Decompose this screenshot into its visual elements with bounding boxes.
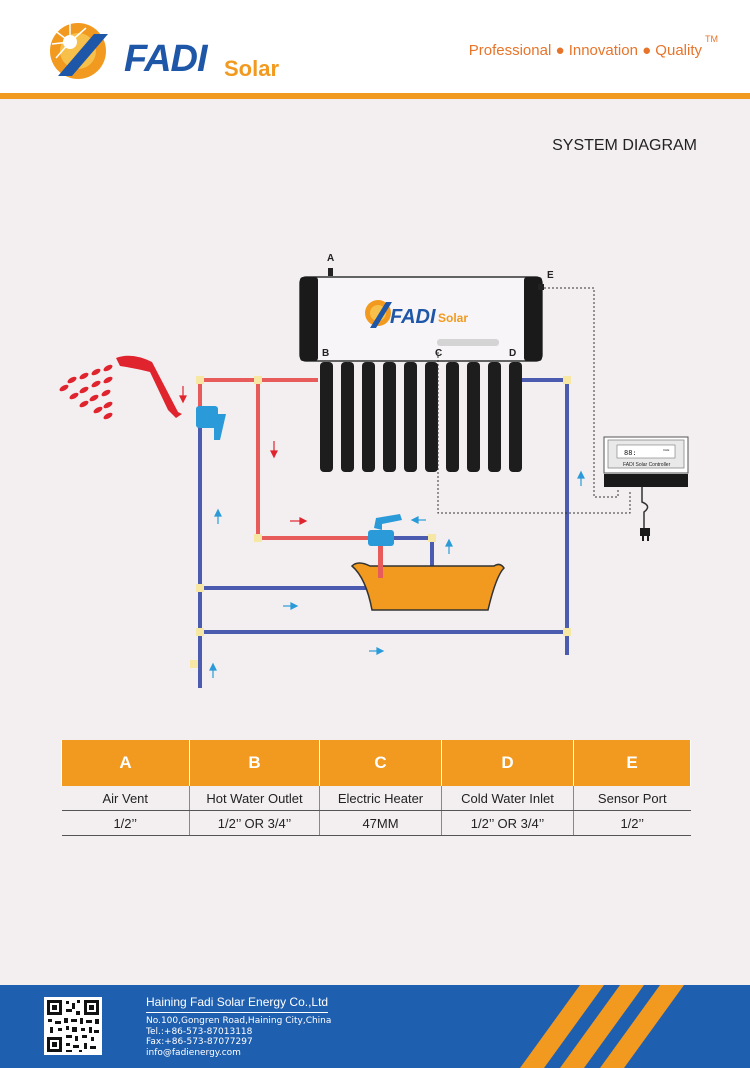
controller-small-text: CHE: [663, 448, 669, 452]
email: info@fadienergy.com: [146, 1047, 241, 1058]
cell-name-c: Electric Heater: [319, 786, 442, 811]
bath-mixer-valve-icon: [368, 514, 402, 546]
hot-flow-arrows: [179, 386, 308, 525]
solar-controller: 88: CHE FADI Solar Controller: [603, 436, 689, 541]
controller-display: 88:: [624, 449, 637, 457]
header-c: C: [319, 740, 442, 786]
label-a: A: [327, 253, 334, 264]
table-header-row: A B C D E: [61, 740, 691, 786]
page-footer: Haining Fadi Solar Energy Co.,Ltd No.100…: [0, 985, 750, 1068]
cell-size-c: 47MM: [319, 810, 442, 836]
tagline-text: Professional ● Innovation ● Quality: [468, 42, 702, 59]
phone: Tel.:+86-573-87013118: [146, 1026, 253, 1037]
label-c: C: [435, 348, 442, 359]
pipe-fittings: [190, 376, 571, 668]
cell-size-d: 1/2’’ OR 3/4’’: [441, 810, 574, 836]
shower-head-icon: [59, 355, 182, 420]
bathtub: [350, 544, 505, 611]
header-e: E: [573, 740, 691, 786]
cell-size-b: 1/2’’ OR 3/4’’: [189, 810, 320, 836]
label-b: B: [322, 348, 329, 359]
vacuum-tubes: [320, 362, 522, 472]
tank-logo-sub: Solar: [438, 311, 468, 325]
header-d: D: [441, 740, 574, 786]
trademark: TM: [705, 34, 718, 44]
header-rule: [0, 93, 750, 99]
cell-name-d: Cold Water Inlet: [441, 786, 574, 811]
controller-label: FADI Solar Controller: [623, 462, 671, 468]
sun-icon: [50, 23, 108, 79]
company-name: Haining Fadi Solar Energy Co.,Ltd: [146, 995, 329, 1009]
header-b: B: [189, 740, 320, 786]
cell-name-e: Sensor Port: [573, 786, 691, 811]
label-d: D: [509, 348, 516, 359]
page-header: FADI Solar Professional ● Innovation ● Q…: [0, 0, 750, 93]
cell-size-a: 1/2’’: [61, 810, 190, 836]
label-e: E: [547, 270, 554, 281]
cell-name-b: Hot Water Outlet: [189, 786, 320, 811]
contact-info: No.100,Gongren Road,Haining City,China T…: [146, 1016, 331, 1058]
spec-table: A B C D E Air Vent Hot Water Outlet Elec…: [61, 740, 691, 836]
address: No.100,Gongren Road,Haining City,China: [146, 1016, 332, 1026]
table-row: 1/2’’ 1/2’’ OR 3/4’’ 47MM 1/2’’ OR 3/4’’…: [61, 810, 691, 836]
tank-logo: FADI Solar: [365, 300, 468, 328]
header-a: A: [61, 740, 190, 786]
logo-sub: Solar: [224, 56, 280, 81]
shower-mixer-valve-icon: [196, 406, 226, 440]
tagline: Professional ● Innovation ● Quality TM: [468, 34, 718, 59]
logo-wordmark: FADI: [124, 38, 208, 80]
cell-name-a: Air Vent: [61, 786, 190, 811]
footer-stripes: [520, 985, 684, 1068]
cell-size-e: 1/2’’: [573, 810, 691, 836]
page-title: SYSTEM DIAGRAM: [552, 137, 697, 154]
fadi-solar-logo: FADI Solar: [48, 20, 279, 82]
table-row: Air Vent Hot Water Outlet Electric Heate…: [61, 786, 691, 811]
water-tank: [299, 268, 544, 362]
tank-logo-text: FADI: [390, 306, 436, 328]
company-rule: [146, 1012, 328, 1013]
sensor-wires: [437, 287, 631, 514]
system-diagram: FADI Solar 88: CHE FADI Solar Controller: [59, 253, 689, 688]
cold-flow-arrows: [209, 470, 585, 678]
qr-code-icon: [44, 997, 102, 1055]
fax: Fax:+86-573-87077297: [146, 1037, 253, 1047]
